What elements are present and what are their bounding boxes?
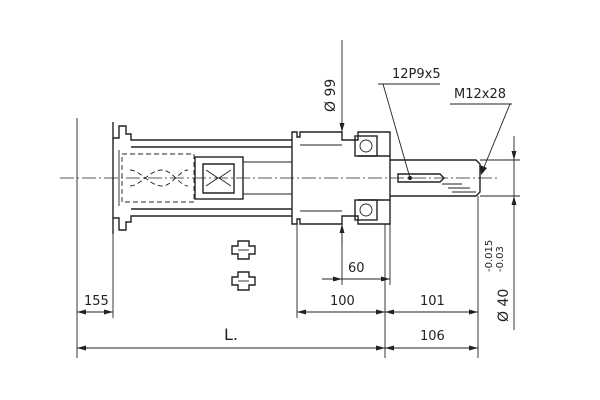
lower-bearing — [354, 199, 378, 221]
callout-key-label: 12P9x5 — [392, 67, 441, 82]
dim-100 — [297, 309, 385, 315]
dim-155-label: 155 — [84, 294, 109, 309]
dim-60-label: 60 — [348, 261, 365, 276]
extension-lines — [76, 118, 520, 358]
upper-bearing — [354, 135, 378, 157]
dim-dia-40 — [511, 136, 517, 330]
keyway-symbol-upper — [231, 240, 256, 260]
dim-101-label: 101 — [420, 294, 445, 309]
dim-L — [77, 345, 385, 351]
keyway-symbol-lower — [231, 271, 256, 291]
dim-dia-99 — [339, 40, 345, 245]
callout-key — [378, 83, 440, 179]
dim-dia-40-label: Ø 40 — [496, 289, 512, 322]
dim-155 — [77, 309, 113, 315]
dim-60 — [322, 276, 390, 282]
callout-thread — [450, 103, 512, 175]
dim-106 — [385, 345, 478, 351]
dim-L-label: L. — [224, 325, 238, 344]
dim-tol-upper: -0.015 — [484, 240, 495, 272]
output-shaft — [390, 159, 481, 197]
callout-thread-label: M12x28 — [454, 87, 506, 102]
dim-100-label: 100 — [330, 294, 355, 309]
inner-coupling — [121, 153, 292, 203]
left-flange — [112, 122, 292, 234]
dim-106-label: 106 — [420, 329, 445, 344]
dim-tol-lower: -0.03 — [495, 246, 506, 272]
dim-101 — [385, 309, 478, 315]
dim-dia-99-label: Ø 99 — [323, 79, 339, 112]
